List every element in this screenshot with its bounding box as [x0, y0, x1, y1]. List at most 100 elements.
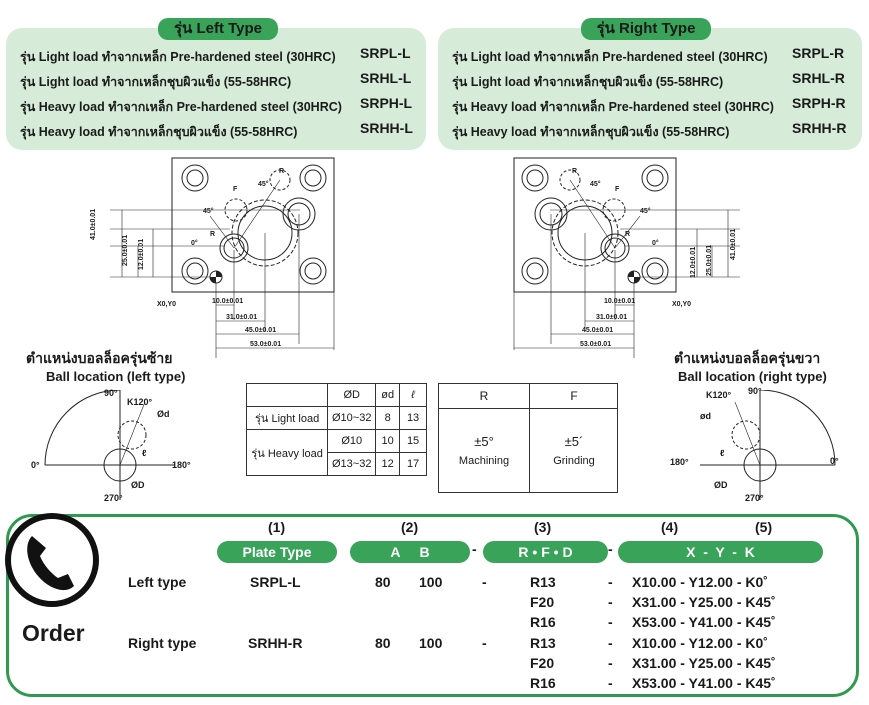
- order-rfd: R13: [530, 635, 556, 651]
- left-angle-label: 45°: [203, 208, 214, 215]
- left-dim-v2: 12.0±0.01: [138, 238, 145, 270]
- tolerance-r-note: Machining: [458, 455, 510, 467]
- ball-left-label-k: K120°: [127, 397, 153, 407]
- ball-left-title-th: ตำแหน่งบอลล็อครุ่นซ้าย: [26, 350, 173, 366]
- pill-ab: A B: [350, 541, 470, 563]
- right-dim-h0: 10.0±0.01: [604, 298, 636, 305]
- order-dash: -: [608, 635, 613, 651]
- ball-right-label-k: K120°: [706, 390, 732, 400]
- order-index: (4): [661, 519, 679, 535]
- ball-right-label-d: ød: [700, 411, 711, 421]
- order-dash: -: [608, 675, 613, 691]
- tolerance-r-head: R: [479, 389, 489, 403]
- left-angle-label: R: [279, 168, 285, 175]
- order-index: (3): [534, 519, 552, 535]
- right-type-title: รุ่น Right Type: [581, 18, 711, 40]
- right-angle-label: 45°: [640, 208, 651, 215]
- ball-left-diagram: [44, 390, 175, 500]
- order-xyk: X31.00 - Y25.00 - K45˚: [632, 594, 776, 610]
- order-xyk: X53.00 - Y41.00 - K45˚: [632, 614, 776, 630]
- tolerance-f-value: ±5´: [564, 434, 584, 449]
- right-dim-v1: 25.0±0.01: [706, 244, 713, 276]
- tolerance-box: R F ±5° ±5´ Machining Grinding: [438, 383, 618, 493]
- order-index: (1): [268, 519, 286, 535]
- left-plate-outline: [171, 157, 335, 293]
- order-row-code: SRHH-R: [248, 635, 303, 651]
- table-row: รุ่น Light load Ø10~32 8 13: [245, 406, 427, 430]
- order-rfd: R16: [530, 675, 556, 691]
- left-angle-label: R: [210, 231, 216, 238]
- left-angle-label: F: [233, 186, 238, 193]
- ball-right-label-bottom: 270°: [745, 493, 764, 503]
- ball-left-label-right: 180°: [172, 460, 191, 470]
- order-xyk: X10.00 - Y12.00 - K0˚: [632, 635, 768, 651]
- ball-right-label-top: 90°: [748, 386, 762, 396]
- tolerance-f-note: Grinding: [553, 455, 595, 467]
- order-box: [6, 514, 859, 697]
- right-origin-label: X0,Y0: [672, 301, 692, 308]
- ball-left-label-d: Ød: [157, 409, 170, 419]
- right-dim-h3: 53.0±0.01: [580, 341, 612, 348]
- order-dash: -: [482, 574, 487, 590]
- ball-left-label-bottom: 270°: [104, 493, 123, 503]
- order-row-code: SRPL-L: [250, 574, 301, 590]
- right-angle-label: F: [615, 186, 620, 193]
- order-index: (5): [755, 519, 773, 535]
- right-angle-label: R: [625, 231, 631, 238]
- ball-left-label-top: 90°: [104, 388, 118, 398]
- left-origin-label: X0,Y0: [157, 301, 177, 308]
- order-rfd: R16: [530, 614, 556, 630]
- order-rfd: F20: [530, 655, 555, 671]
- order-row-a: 80: [375, 574, 391, 590]
- ball-left-title-en: Ball location (left type): [46, 369, 186, 384]
- right-type-box: [438, 28, 862, 150]
- ball-left-label-D: ØD: [131, 480, 145, 490]
- order-rfd: F20: [530, 594, 555, 610]
- left-angle-label: 45°: [258, 181, 269, 188]
- order-xyk: X10.00 - Y12.00 - K0˚: [632, 574, 768, 590]
- left-dim-v0: 41.0±0.01: [90, 208, 97, 240]
- right-dim-v2: 41.0±0.01: [730, 228, 737, 260]
- order-row-b: 100: [419, 635, 443, 651]
- order-dash: -: [482, 635, 487, 651]
- ball-left-label-l: ℓ: [142, 448, 147, 458]
- order-rfd: R13: [530, 574, 556, 590]
- right-angle-label: R: [572, 168, 578, 175]
- left-dim-h3: 53.0±0.01: [250, 341, 282, 348]
- table-row: ØD ød ℓ: [245, 383, 427, 407]
- right-dim-h1: 31.0±0.01: [596, 314, 628, 321]
- order-row-b: 100: [419, 574, 443, 590]
- pill-xyk: X - Y - K: [618, 541, 823, 563]
- order-dash: -: [472, 541, 477, 557]
- right-angle-label: 45°: [590, 181, 601, 188]
- order-xyk: X53.00 - Y41.00 - K45˚: [632, 675, 776, 691]
- order-dash: -: [608, 614, 613, 630]
- left-dim-h0: 10.0±0.01: [212, 298, 244, 305]
- order-row-type: Left type: [128, 574, 187, 590]
- ball-right-title-th: ตำแหน่งบอลล็อครุ่นขวา: [674, 350, 821, 366]
- ball-right-diagram: [700, 390, 836, 500]
- ball-right-title-en: Ball location (right type): [678, 369, 827, 384]
- order-dash: -: [608, 541, 613, 557]
- left-angle-label: 0°: [191, 240, 198, 247]
- ball-right-label-l: ℓ: [720, 448, 725, 458]
- right-plate-drawing: [513, 157, 740, 358]
- tolerance-f-head: F: [570, 389, 578, 403]
- spec-table: ØD ød ℓ รุ่น Light load Ø10~32 8 13 รุ่น…: [245, 383, 427, 476]
- ball-right-label-left: 180°: [670, 457, 689, 467]
- left-dim-h1: 31.0±0.01: [226, 314, 258, 321]
- table-row: รุ่น Heavy load Ø10 10 15: [245, 429, 427, 476]
- ball-right-label-D: ØD: [714, 480, 728, 490]
- ball-right-label-right: 0°: [830, 456, 839, 466]
- phone-icon: [5, 513, 99, 607]
- order-row-a: 80: [375, 635, 391, 651]
- table-row: Ø13~32 12 17: [247, 452, 427, 476]
- order-dash: -: [608, 655, 613, 671]
- left-plate-drawing: [110, 157, 335, 358]
- right-angle-label: 0°: [652, 240, 659, 247]
- ball-left-label-left: 0°: [31, 460, 40, 470]
- left-type-box: [6, 28, 426, 150]
- left-dim-h2: 45.0±0.01: [245, 327, 277, 334]
- right-plate-outline: [513, 157, 677, 293]
- order-row-type: Right type: [128, 635, 197, 651]
